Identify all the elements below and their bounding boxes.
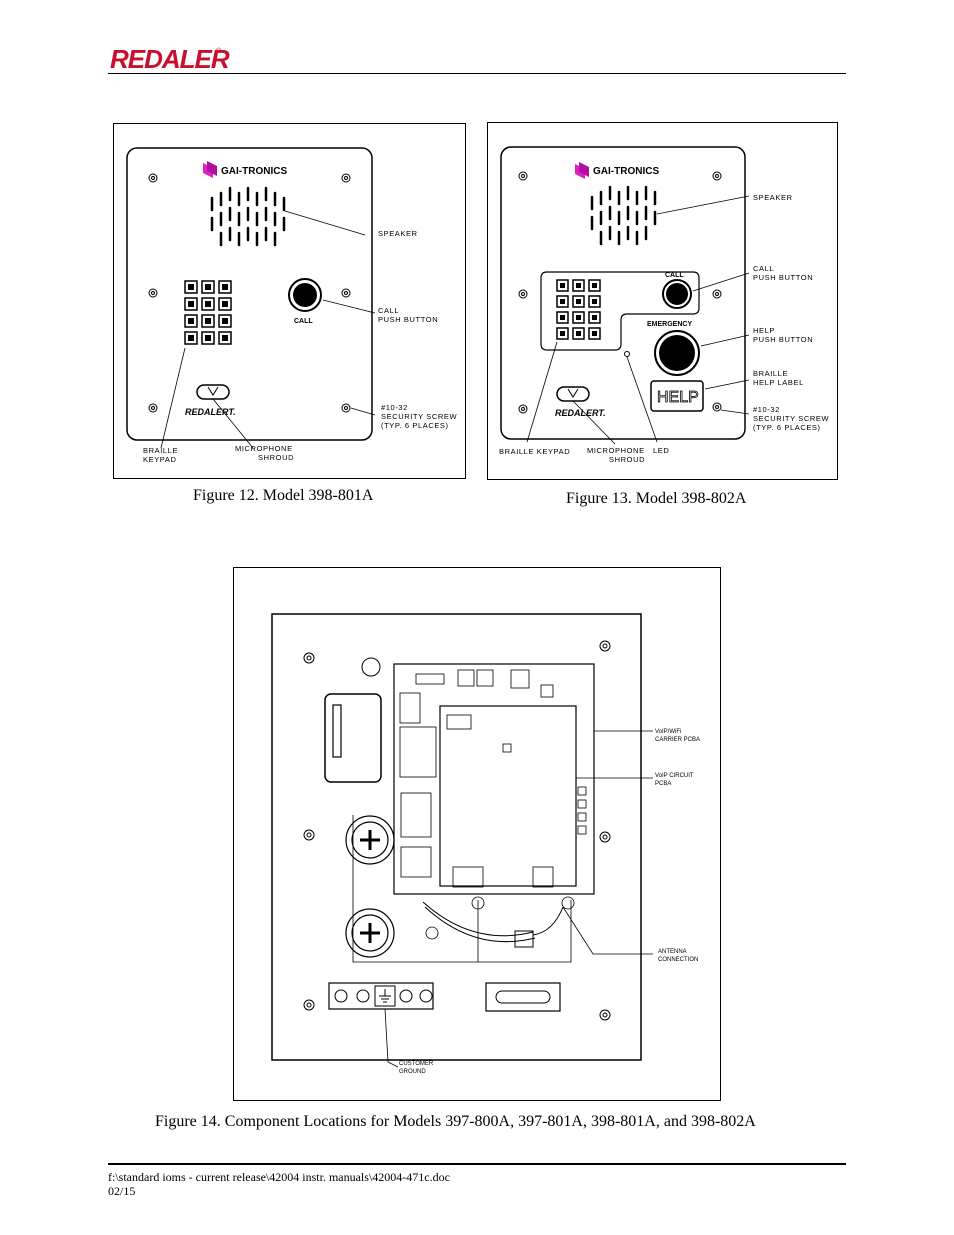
callout-braille-1: BRAILLE [753,369,788,378]
callout-screw-3: (TYP. 6 PLACES) [753,423,821,432]
callout-help-1: HELP [753,326,775,335]
callout-screw-3: (TYP. 6 PLACES) [381,421,449,430]
callout-help-2: PUSH BUTTON [753,335,813,344]
keypad-panel [540,271,700,351]
braille-keypad [184,280,232,345]
callout-mic-1: MICROPHONE [235,444,293,453]
enclosure-plate [271,613,642,1061]
braille-keypad [556,279,601,340]
connector-upper [345,815,395,865]
connector-lower [345,908,395,958]
faceplate [126,147,373,441]
voip-circuit-pcba [439,705,577,887]
red-alert-logo: REDALERT ® [110,44,230,72]
braille-help-label [650,380,704,412]
header-rule [108,73,846,74]
figure-14-caption: Figure 14. Component Locations for Model… [155,1113,756,1130]
callout-circuit-2: PCBA [655,781,671,787]
faceplate-logo: REDALERT. [555,408,606,418]
callout-carrier-2: CARRIER PCBA [655,737,700,743]
callout-call-2: PUSH BUTTON [378,315,438,324]
callout-braille-2: HELP LABEL [753,378,804,387]
figure-12-caption: Figure 12. Model 398-801A [193,487,374,504]
callout-keypad: BRAILLE KEYPAD [499,447,570,456]
callout-ground-2: GROUND [399,1069,426,1075]
logo-trademark: ® [216,47,222,55]
callout-screw-1: #10-32 [753,405,780,414]
footer-path: f:\standard ioms - current release\42004… [108,1170,450,1184]
callout-speaker: SPEAKER [378,229,418,238]
callout-keypad-1: BRAILLE [143,446,178,455]
footer-date: 02/15 [108,1184,136,1198]
faceplate [500,146,746,440]
call-label: CALL [294,318,313,325]
callout-speaker: SPEAKER [753,193,793,202]
callout-mic-2: SHROUD [258,453,294,462]
callout-call-1: CALL [378,306,399,315]
callout-call-1: CALL [753,264,774,273]
callout-carrier-1: VoIP/WiFi [655,729,681,735]
ground-terminal-strip [328,982,434,1010]
callout-antenna-1: ANTENNA [658,949,687,955]
callout-keypad-2: KEYPAD [143,455,176,464]
figure-14-drawing: VoIP/WiFi CARRIER PCBA VoIP CIRCUIT PCBA… [233,567,721,1101]
callout-mic-1: MICROPHONE [587,446,645,455]
faceplate-logo: REDALERT. [185,407,236,417]
logo-text: REDALERT [110,44,230,72]
footer-rule [108,1163,846,1165]
help-label: HELP [657,389,699,406]
brand-label: GAI-TRONICS [221,166,287,177]
figure-13-caption: Figure 13. Model 398-802A [566,490,747,507]
figure-12-drawing: GAI-TRONICS CALL REDALERT. SPEAKER CALL … [113,123,466,479]
callout-screw-1: #10-32 [381,403,408,412]
callout-call-2: PUSH BUTTON [753,273,813,282]
cover-plate [485,982,561,1012]
callout-screw-2: SECURITY SCREW [753,414,830,423]
call-label: CALL [665,272,684,279]
brand-label: GAI-TRONICS [593,166,659,177]
callout-circuit-1: VoIP CIRCUIT [655,773,694,779]
call-push-button [662,279,692,309]
figure-13-drawing: GAI-TRONICS CALL EMERGENCY HELP REDALERT… [487,122,838,480]
callout-led: LED [653,446,669,455]
speaker-bracket [324,693,382,783]
help-push-button [654,330,700,376]
led-indicator [624,351,630,357]
voip-carrier-pcba [393,663,595,895]
callout-screw-2: SECURITY SCREW [381,412,458,421]
callout-mic-2: SHROUD [609,455,645,464]
emergency-label: EMERGENCY [647,321,692,328]
callout-antenna-2: CONNECTION [658,957,698,963]
call-push-button [288,278,322,312]
callout-ground-1: CUSTOMER [399,1061,434,1067]
